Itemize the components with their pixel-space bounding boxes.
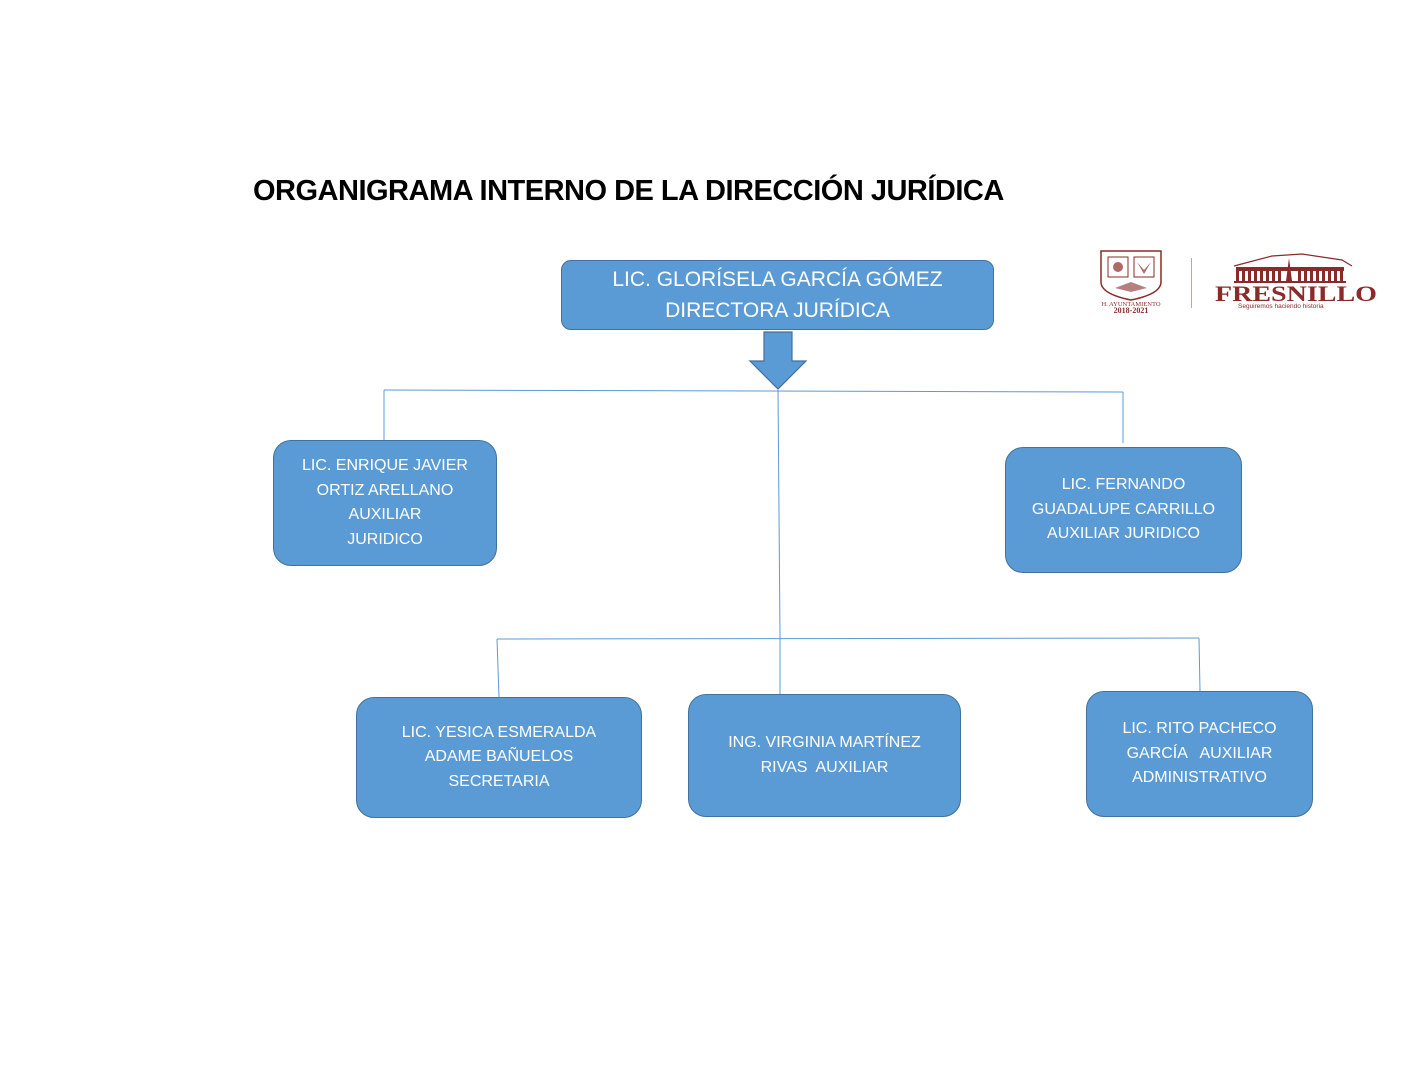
seal-panel-left — [1107, 256, 1129, 278]
org-box-yesica-adame: LIC. YESICA ESMERALDA ADAME BAÑUELOS SEC… — [356, 697, 642, 818]
seal-caption: H. AYUNTAMIENTO — [1101, 301, 1160, 308]
org-box-enrique-ortiz: LIC. ENRIQUE JAVIER ORTIZ ARELLANO AUXIL… — [273, 440, 497, 566]
director-name: LIC. GLORÍSELA GARCÍA GÓMEZ — [612, 268, 943, 291]
box-text-line: LIC. YESICA ESMERALDA — [401, 723, 597, 741]
connector-trunk — [777, 389, 781, 637]
director-role: DIRECTORA JURÍDICA — [665, 299, 890, 322]
city-slogan: Seguiremos haciendo historia — [1238, 303, 1324, 310]
box-text-line: ING. VIRGINIA MARTÍNEZ — [728, 734, 921, 751]
box-text-line: LIC. ENRIQUE JAVIER — [302, 457, 468, 474]
org-box-fernando-carrillo: LIC. FERNANDO GUADALUPE CARRILLO AUXILIA… — [1005, 447, 1242, 573]
box-text-line: AUXILIAR — [348, 506, 422, 523]
box-text-line: ADAME BAÑUELOS — [424, 748, 574, 766]
city-name: FRESNILLO — [1215, 281, 1377, 306]
box-text-line: GARCÍA AUXILIAR — [1126, 744, 1273, 762]
box-text-line: GUADALUPE CARRILLO — [1031, 500, 1216, 518]
box-text-line: ADMINISTRATIVO — [1132, 769, 1267, 787]
ayuntamiento-seal-logo: H. AYUNTAMIENTO 2018-2021 — [1100, 250, 1162, 314]
org-box-rito-pacheco: LIC. RITO PACHECO GARCÍA AUXILIAR ADMINI… — [1086, 691, 1313, 817]
seal-shield-icon — [1100, 250, 1162, 301]
down-arrow-icon — [748, 331, 808, 390]
logo-divider — [1191, 258, 1192, 308]
box-text-line: LIC. RITO PACHECO — [1122, 720, 1277, 738]
box-text-line: ORTIZ ARELLANO — [316, 481, 454, 499]
seal-panel-right — [1133, 256, 1155, 278]
box-text-line: AUXILIAR JURIDICO — [1047, 525, 1200, 543]
connector-level3-bar — [496, 637, 1200, 640]
building-silhouette-icon — [1234, 258, 1346, 283]
org-box-virginia-martinez: ING. VIRGINIA MARTÍNEZ RIVAS AUXILIAR — [688, 694, 961, 817]
box-text-line: RIVAS AUXILIAR — [760, 758, 889, 776]
page-title: ORGANIGRAMA INTERNO DE LA DIRECCIÓN JURÍ… — [253, 175, 1004, 207]
seal-years: 2018-2021 — [1114, 306, 1149, 314]
connector-bl-drop — [496, 638, 500, 698]
fresnillo-logo: FRESNILLO Seguiremos haciendo historia — [1215, 253, 1377, 310]
connector-br-drop — [1198, 637, 1201, 692]
mountain-outline-icon — [1233, 253, 1353, 267]
box-text-line: LIC. FERNANDO — [1061, 476, 1186, 494]
director-box: LIC. GLORÍSELA GARCÍA GÓMEZ DIRECTORA JU… — [561, 260, 994, 330]
box-text-line: JURIDICO — [347, 530, 423, 548]
connector-level2-bar — [383, 389, 1124, 393]
box-text-line: SECRETARIA — [448, 772, 550, 790]
